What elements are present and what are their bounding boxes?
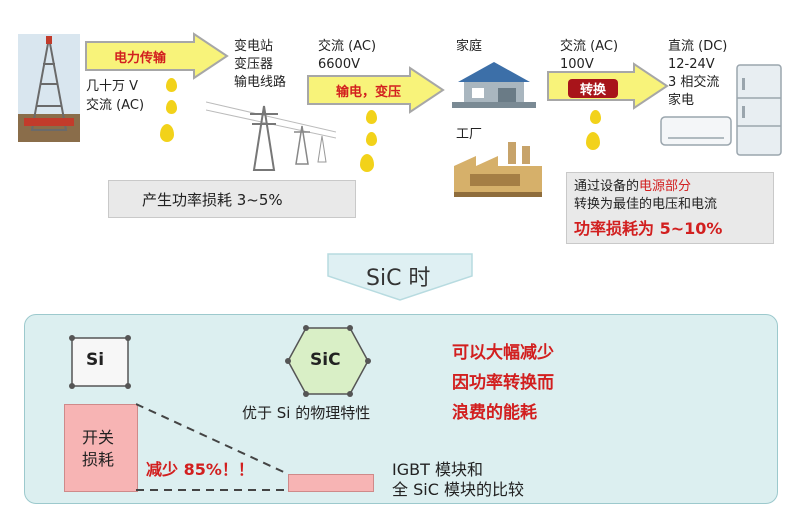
loss-drop-icon <box>360 154 374 172</box>
sic-label: SiC <box>310 350 341 370</box>
conversion-voltage-label: 100V <box>560 57 594 72</box>
factory-icon <box>454 142 542 197</box>
conversion-info-line2: 转换为最佳的电压和电流 <box>574 197 718 212</box>
transmission-voltage-label: 6600V <box>318 57 360 72</box>
transmission-ac-label: 交流 (AC) <box>318 39 377 54</box>
switching-loss-bar-sic <box>288 474 374 492</box>
reduction-dashed-lines <box>136 403 289 491</box>
substation-label: 变电站 <box>234 39 274 54</box>
power-transmission-label: 电力传输 <box>114 51 167 66</box>
conversion-badge-label: 转换 <box>579 83 606 98</box>
sic-caption: 优于 Si 的物理特性 <box>242 404 371 422</box>
loss-info-box <box>108 180 356 218</box>
conversion-info-prefix: 通过设备的 <box>574 179 640 194</box>
loss-drop-icon <box>590 110 601 124</box>
appliance-voltage-label: 12-24V <box>668 57 715 72</box>
sic-hexagon-icon <box>285 325 371 397</box>
oil-rig-icon <box>18 34 80 142</box>
sic-comparison-panel <box>24 314 778 504</box>
loss-drop-icon <box>586 132 600 150</box>
si-square-icon <box>69 335 131 389</box>
switching-loss-line2: 损耗 <box>82 450 115 469</box>
source-voltage-label: 几十万 V <box>86 79 139 94</box>
source-ac-label: 交流 (AC) <box>86 98 145 113</box>
home-label: 家庭 <box>456 39 483 54</box>
conversion-info-box <box>566 172 774 244</box>
appliance-3phase-label: 3 相交流 <box>668 75 720 90</box>
conversion-badge: 转换 <box>568 79 618 98</box>
conversion-info-line1: 通过设备的电源部分 <box>574 178 691 195</box>
loss-drop-icon <box>160 124 174 142</box>
switching-loss-line1: 开关 <box>82 428 115 447</box>
benefit-line3: 浪费的能耗 <box>452 403 537 423</box>
loss-drop-icon <box>366 132 377 146</box>
transmission-line-label: 输电线路 <box>234 75 287 90</box>
power-transmission-arrow <box>85 32 229 80</box>
air-conditioner-icon <box>660 116 732 146</box>
benefit-line2: 因功率转换而 <box>452 373 554 393</box>
conversion-ac-label: 交流 (AC) <box>560 39 619 54</box>
loss-drop-icon <box>166 78 177 92</box>
power-pylon-icon <box>206 101 336 171</box>
loss-drop-icon <box>166 100 177 114</box>
conversion-info-highlight: 电源部分 <box>639 179 692 194</box>
loss-info-text: 产生功率损耗 3~5% <box>142 191 283 209</box>
benefit-line1: 可以大幅减少 <box>452 343 554 363</box>
comparison-line2: 全 SiC 模块的比较 <box>392 480 524 499</box>
sic-down-arrow <box>327 253 473 301</box>
conversion-loss-text: 功率损耗为 5~10% <box>574 219 723 238</box>
distribution-arrow <box>307 66 445 114</box>
house-icon <box>452 62 536 108</box>
factory-label: 工厂 <box>456 127 483 142</box>
transformer-label: 变压器 <box>234 57 274 72</box>
comparison-line1: IGBT 模块和 <box>392 460 483 479</box>
appliance-label: 家电 <box>668 93 695 108</box>
loss-drop-icon <box>366 110 377 124</box>
si-label: Si <box>86 350 105 370</box>
appliance-dc-label: 直流 (DC) <box>668 39 728 54</box>
switching-loss-bar-si <box>64 404 138 492</box>
distribution-label: 输电，变压 <box>336 85 402 100</box>
refrigerator-icon <box>736 64 782 156</box>
reduction-label: 减少 85%！！ <box>146 460 254 479</box>
sic-era-label: SiC 时 <box>366 266 431 291</box>
